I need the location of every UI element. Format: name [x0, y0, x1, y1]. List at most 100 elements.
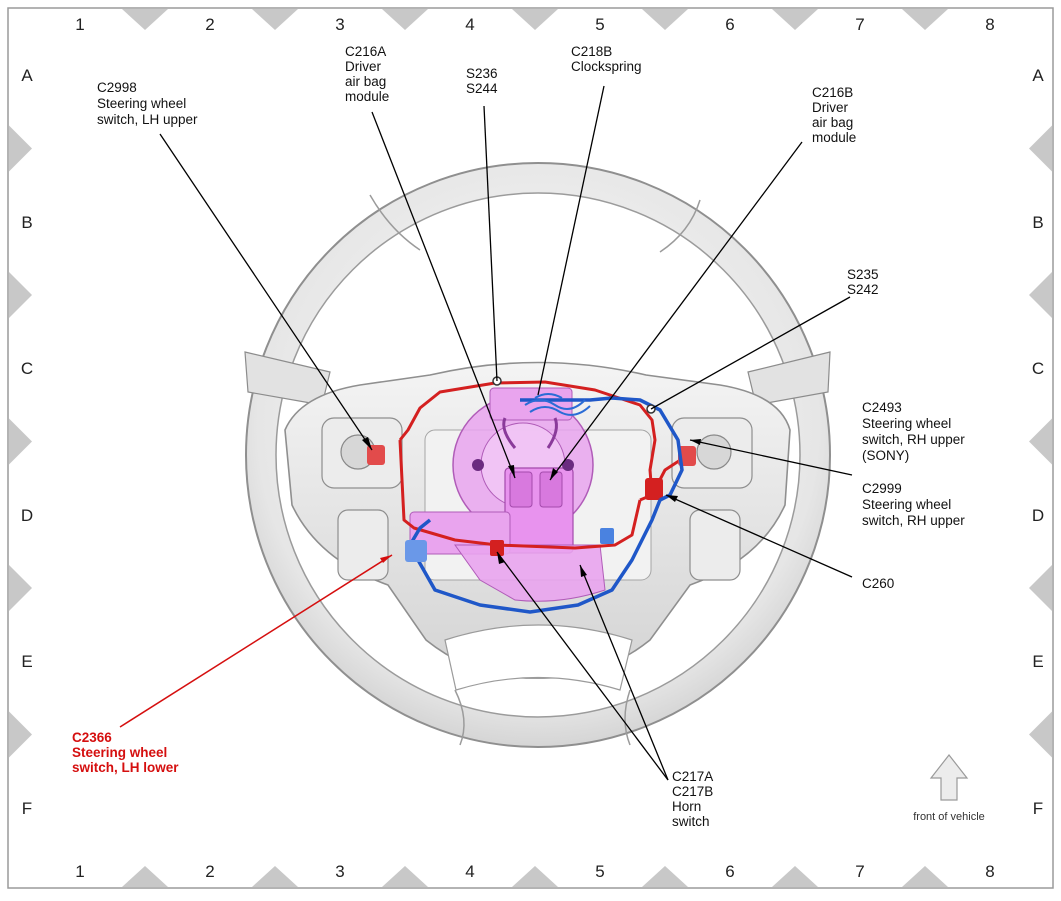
airbag-module [409, 387, 606, 602]
mount-bolt-right [562, 459, 574, 471]
column-label-bottom: 8 [985, 862, 994, 881]
row-marker-left [9, 711, 32, 758]
callout-c217a-c217b: C217A C217B Horn switch [672, 769, 717, 829]
column-marker-top [642, 9, 688, 30]
callout-c2998: C2998 Steering wheel switch, LH upper [97, 80, 198, 127]
row-label-left: B [21, 213, 32, 232]
mount-bolt-left [472, 459, 484, 471]
row-marker-right [1029, 125, 1052, 172]
arrow-c2998 [362, 437, 372, 450]
row-marker-left [9, 418, 32, 465]
callout-s235-s242: S235 S242 [847, 267, 882, 297]
callout-c2366: C2366 Steering wheel switch, LH lower [72, 730, 179, 775]
column-marker-bottom [382, 866, 428, 887]
column-marker-bottom [252, 866, 298, 887]
arrow-c217b [580, 565, 587, 577]
column-label-top: 8 [985, 15, 994, 34]
clockspring-wire-bundle [524, 393, 591, 416]
rim-seam-bottom-left [454, 689, 465, 746]
column-label-top: 3 [335, 15, 344, 34]
row-marker-left [9, 272, 32, 318]
up-arrow-icon [929, 754, 969, 801]
arrow-c216a [508, 465, 515, 478]
row-label-left: E [21, 652, 32, 671]
connector-c2998 [367, 445, 385, 465]
column-label-top: 7 [855, 15, 864, 34]
switch-pad-lower-right [689, 509, 741, 581]
blue-wire-left [408, 518, 432, 546]
row-marker-right [1029, 565, 1052, 611]
column-label-bottom: 2 [205, 862, 214, 881]
row-label-right: B [1032, 213, 1043, 232]
arrow-c216b [550, 468, 558, 480]
column-label-bottom: 1 [75, 862, 84, 881]
column-label-bottom: 6 [725, 862, 734, 881]
leader-arrowheads [362, 437, 701, 577]
column-marker-bottom [642, 866, 688, 887]
leader-s236 [483, 105, 498, 382]
callout-s236-s244: S236 S244 [466, 66, 501, 96]
row-marker-left [9, 125, 32, 172]
rim-seam-right [659, 199, 701, 253]
leader-c2998 [159, 133, 373, 451]
row-label-left: A [21, 66, 33, 85]
row-label-left: D [21, 506, 33, 525]
arrow-c260 [666, 495, 678, 502]
row-label-right: F [1033, 799, 1043, 818]
lower-spoke-cutout [444, 624, 633, 691]
horn-switch-housing [454, 544, 606, 602]
leader-c260 [665, 494, 853, 578]
column-label-bottom: 5 [595, 862, 604, 881]
column-marker-top [382, 9, 428, 30]
callout-c260: C260 [862, 576, 894, 591]
row-label-left: C [21, 359, 33, 378]
column-label-top: 1 [75, 15, 84, 34]
row-label-right: C [1032, 359, 1044, 378]
leader-c218b [537, 85, 605, 396]
arrow-c217a [497, 552, 505, 564]
connector-c2999 [645, 478, 663, 500]
connector-c216b [539, 471, 563, 508]
callout-c2999: C2999 Steering wheel switch, RH upper [862, 481, 965, 528]
rim-seam-left [369, 194, 421, 251]
column-marker-bottom [902, 866, 948, 887]
front-of-vehicle-label: front of vehicle [913, 811, 985, 823]
callout-c218b: C218B Clockspring [571, 44, 642, 74]
column-label-top: 6 [725, 15, 734, 34]
arrow-c2366 [380, 555, 392, 563]
connector-c217a [490, 540, 504, 556]
leader-c217a [496, 551, 669, 781]
column-label-top: 5 [595, 15, 604, 34]
column-label-bottom: 7 [855, 862, 864, 881]
column-marker-bottom [512, 866, 558, 887]
connector-c217b [600, 528, 614, 544]
airbag-lead-left [502, 417, 517, 449]
rim-seam-bottom-right [624, 689, 631, 746]
red-wire-left [398, 439, 498, 547]
column-label-bottom: 3 [335, 862, 344, 881]
row-marker-right [1029, 272, 1052, 318]
leader-c216a [371, 111, 516, 479]
red-wire-upper [398, 380, 657, 496]
leader-lines [159, 85, 853, 781]
connector-c2366 [405, 540, 427, 562]
column-marker-bottom [122, 866, 168, 887]
leader-c2366 [119, 554, 393, 728]
column-marker-top [252, 9, 298, 30]
column-marker-top [512, 9, 558, 30]
switch-pad-lower-left [337, 509, 389, 581]
leader-c2493 [689, 439, 853, 476]
row-marker-right [1029, 418, 1052, 465]
row-markers [9, 125, 1052, 758]
row-label-right: D [1032, 506, 1044, 525]
row-label-right: E [1032, 652, 1043, 671]
arrow-c2493 [690, 439, 701, 445]
leader-s235 [650, 296, 851, 410]
clockspring-top-tab [489, 387, 573, 421]
connector-c216a [509, 471, 533, 508]
red-wire-lower [496, 499, 642, 550]
